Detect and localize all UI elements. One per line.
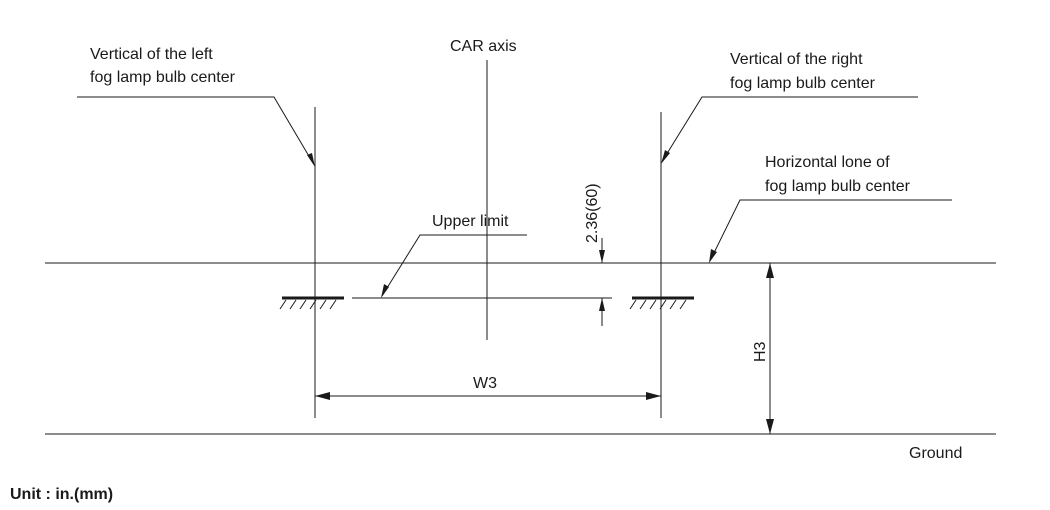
right-vertical-label-line1: Vertical of the right (730, 51, 863, 68)
offset-dimension (599, 238, 605, 326)
height-dimension-label: H3 (752, 341, 769, 362)
horizontal-leader (709, 199, 952, 263)
right-hatch-symbol (629, 296, 694, 310)
ground-label: Ground (909, 445, 962, 462)
car-axis-label: CAR axis (450, 38, 517, 55)
left-hatch-symbol (279, 296, 344, 310)
upper-limit-leader (381, 234, 527, 298)
upper-limit-label: Upper limit (432, 213, 509, 230)
unit-label: Unit : in.(mm) (10, 486, 113, 503)
offset-dimension-label: 2.36(60) (584, 183, 601, 243)
height-dimension (766, 263, 774, 434)
width-dimension-label: W3 (473, 375, 497, 392)
width-dimension (315, 392, 661, 400)
left-vertical-leader (77, 96, 315, 167)
right-vertical-leader (661, 96, 918, 164)
left-vertical-label-line1: Vertical of the left (90, 46, 213, 63)
left-vertical-label-line2: fog lamp bulb center (90, 69, 236, 86)
horizontal-label-line1: Horizontal lone of (765, 154, 890, 171)
right-vertical-label-line2: fog lamp bulb center (730, 75, 876, 92)
horizontal-label-line2: fog lamp bulb center (765, 178, 911, 195)
